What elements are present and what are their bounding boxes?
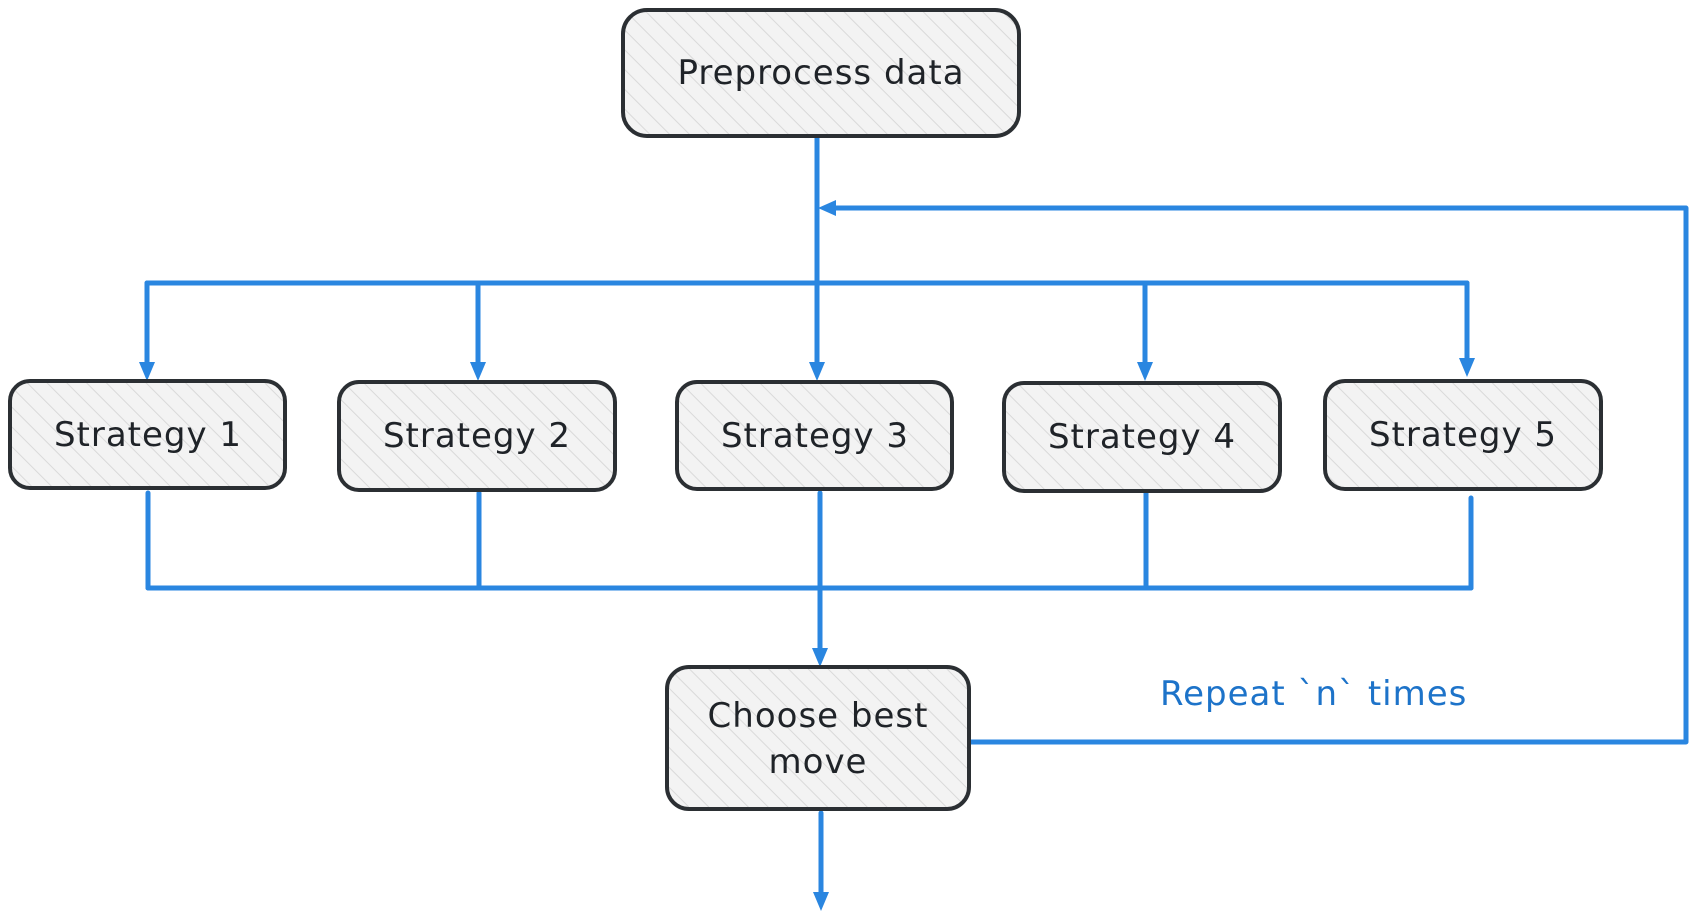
node-preprocess-label: Preprocess data: [677, 53, 964, 93]
node-strategy-5-label: Strategy 5: [1369, 415, 1557, 455]
node-strategy-3: Strategy 3: [675, 380, 954, 491]
arrowhead-strategy-5: [1459, 358, 1475, 377]
arrowhead-loop-back: [818, 200, 836, 216]
node-choose-best-move: Choose best move: [665, 665, 971, 811]
connectors: [139, 133, 1689, 911]
node-preprocess: Preprocess data: [621, 8, 1021, 138]
node-strategy-3-label: Strategy 3: [721, 416, 909, 456]
node-choose-line-1: Choose best: [708, 696, 929, 736]
node-strategy-1-label: Strategy 1: [54, 415, 242, 455]
arrowhead-choose: [812, 648, 828, 667]
node-strategy-4: Strategy 4: [1002, 381, 1282, 493]
annotation-repeat-n-times: Repeat `n` times: [1160, 674, 1467, 714]
node-strategy-4-label: Strategy 4: [1048, 417, 1236, 457]
node-strategy-2-label: Strategy 2: [383, 416, 571, 456]
node-strategy-1: Strategy 1: [8, 379, 287, 490]
arrowhead-output: [813, 892, 829, 911]
arrowhead-strategy-2: [470, 362, 486, 381]
node-choose-line-2: move: [769, 742, 868, 782]
node-strategy-2: Strategy 2: [337, 380, 617, 492]
arrowhead-strategy-3: [809, 362, 825, 381]
arrowhead-strategy-4: [1137, 362, 1153, 381]
arrowhead-strategy-1: [139, 362, 155, 381]
connector-loop-back: [829, 205, 1689, 745]
node-strategy-5: Strategy 5: [1323, 379, 1603, 491]
